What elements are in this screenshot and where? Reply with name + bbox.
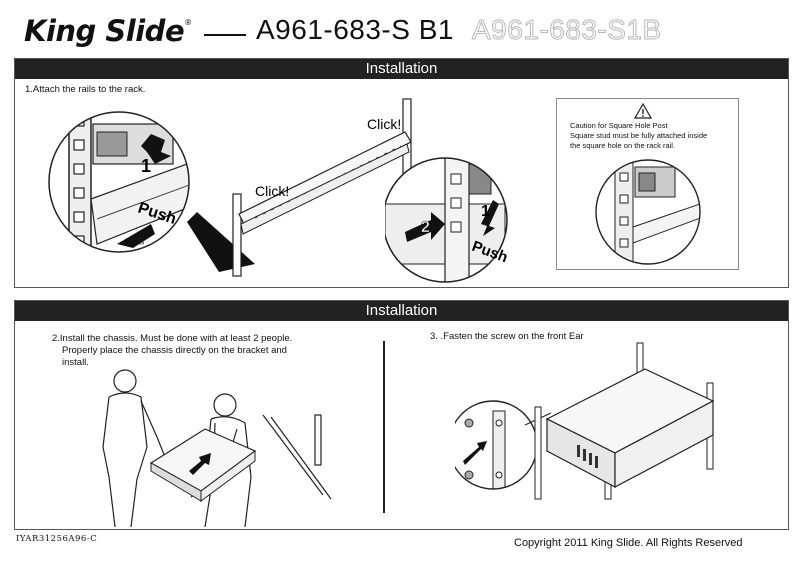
square-hole-closeup-illustration xyxy=(595,159,701,265)
caution-line-1: Caution for Square Hole Post xyxy=(570,121,668,130)
fasten-screw-illustration xyxy=(455,342,715,500)
registered-mark: ® xyxy=(184,18,192,27)
step-divider xyxy=(383,341,385,513)
panel-1-title: Installation xyxy=(15,59,788,79)
callout-number-1b: 1 xyxy=(481,203,490,220)
click-label-right: Click! xyxy=(367,116,401,132)
two-people-chassis-illustration xyxy=(102,369,332,527)
document-code: IYAR31256A96-C xyxy=(16,534,98,544)
step-2-text: 2.Install the chassis. Must be done with… xyxy=(52,333,292,369)
model-number-watermark: A961-683-S1B xyxy=(472,14,662,46)
step-2-line-2: Properly place the chassis directly on t… xyxy=(62,345,287,356)
brand-name: King Slide xyxy=(24,14,185,48)
copyright-notice: Copyright 2011 King Slide. All Rights Re… xyxy=(514,537,743,549)
caution-line-2: Square stud must be fully attached insid… xyxy=(570,131,708,140)
title-dash xyxy=(204,34,246,36)
caution-box: Caution for Square Hole Post Square stud… xyxy=(556,98,739,270)
caution-line-3: the square hole on the rack rail. xyxy=(570,141,676,150)
step-1-text: 1.Attach the rails to the rack. xyxy=(25,84,146,95)
step-3-text: 3. .Fasten the screw on the front Ear xyxy=(430,331,584,342)
step-2-line-1: 2.Install the chassis. Must be done with… xyxy=(52,333,293,344)
brand-logo: King Slide® xyxy=(24,14,192,48)
page-header: King Slide® A961-683-S B1 A961-683-S1B xyxy=(24,8,794,52)
panel-2-title: Installation xyxy=(15,301,788,321)
click-label-left: Click! xyxy=(255,183,289,199)
callout-number-2b: 2 xyxy=(421,219,430,236)
caution-text: Caution for Square Hole Post Square stud… xyxy=(570,121,735,151)
callout-number-1: 1 xyxy=(141,156,151,176)
step-2-line-3: install. xyxy=(62,357,89,368)
rail-latch-closeup-illustration: 1 2 Push xyxy=(48,111,255,272)
installation-panel-2: Installation 2.Install the chassis. Must… xyxy=(14,300,789,530)
model-number: A961-683-S B1 xyxy=(256,14,454,45)
installation-panel-1: Installation 1.Attach the rails to the r… xyxy=(14,58,789,288)
warning-triangle-icon xyxy=(634,103,652,119)
rail-hook-closeup-illustration: 1 2 Push xyxy=(385,157,510,283)
